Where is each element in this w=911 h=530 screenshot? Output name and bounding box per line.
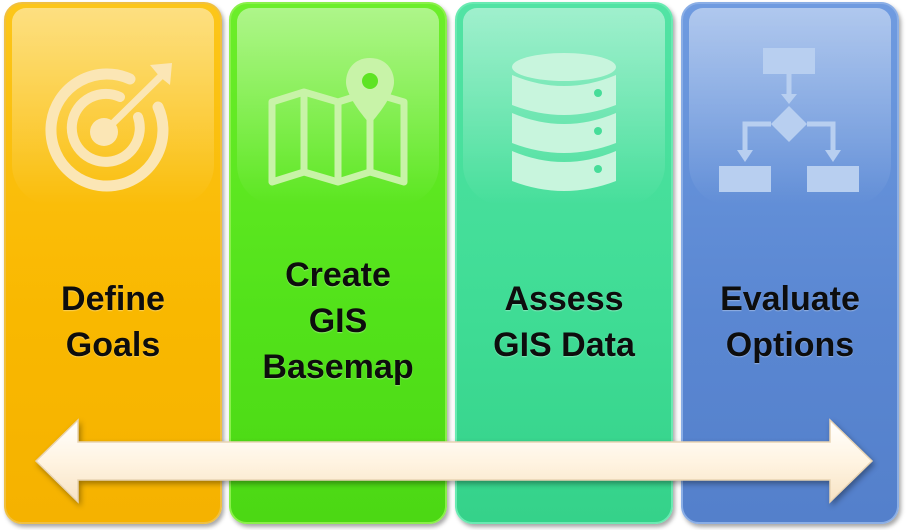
step-title-line: GIS [308, 302, 368, 340]
step-panel-define-goals: Define Goals [4, 2, 222, 524]
target-icon [6, 44, 220, 204]
step-title-line: Define [61, 280, 165, 318]
step-title: Evaluate Options [683, 276, 897, 368]
step-title-line: Create [285, 256, 391, 294]
step-title: Define Goals [6, 276, 220, 368]
map-pin-icon [231, 44, 445, 204]
step-title-line: Evaluate [720, 280, 860, 318]
step-title: Create GIS Basemap [231, 252, 445, 390]
step-title-line: GIS Data [493, 326, 635, 364]
double-arrow-icon [34, 418, 874, 504]
step-title-line: Options [725, 326, 855, 364]
step-title-line: Basemap [262, 348, 414, 386]
step-panel-evaluate-options: Evaluate Options [681, 2, 899, 524]
database-icon [457, 44, 671, 204]
flowchart-icon [683, 44, 897, 204]
step-title-line: Goals [65, 326, 161, 364]
step-title-line: Assess [504, 280, 624, 318]
step-panel-create-gis-basemap: Create GIS Basemap [229, 2, 447, 524]
step-panel-assess-gis-data: Assess GIS Data [455, 2, 673, 524]
step-title: Assess GIS Data [457, 276, 671, 368]
